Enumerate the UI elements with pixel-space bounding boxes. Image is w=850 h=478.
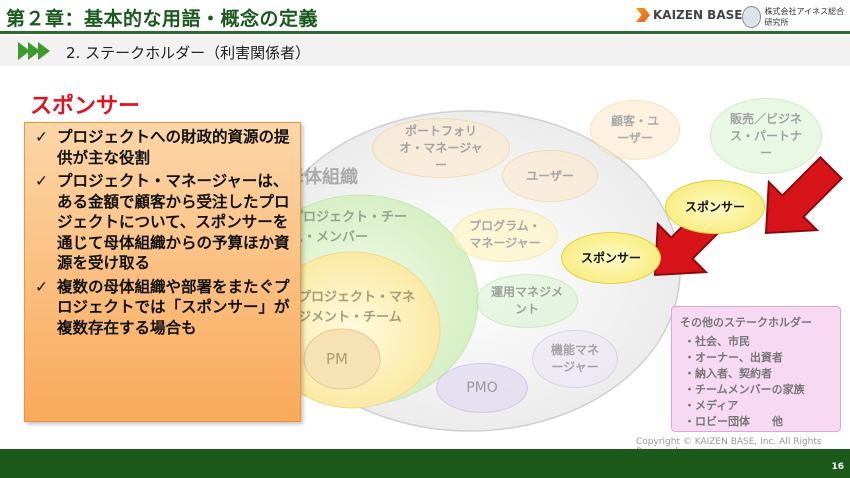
other-stakeholders-title: その他のステークホルダー [680, 316, 812, 329]
portfolio-manager-label: ポートフォリオ・マネージャー [399, 123, 483, 172]
other-stakeholder-label: オーナー、出資者 [695, 351, 783, 364]
section-bar [0, 36, 850, 66]
operations-bubble: 運用マネジメント [476, 274, 578, 328]
bullet-dot-icon: ・ [684, 383, 695, 396]
bullet-dot-icon: ・ [684, 399, 695, 412]
sponsor-inner-bubble: スポンサー [561, 232, 661, 284]
sponsor-bullet: ✓ 複数の母体組織や部署をまたぐプロジェクトでは「スポンサー」が複数存在する場合も [35, 277, 294, 339]
other-stakeholder-label: ロビー団体 他 [695, 415, 783, 428]
functional-manager-bubble: 機能マネージャー [532, 330, 618, 388]
check-icon: ✓ [35, 128, 48, 146]
chevron-right-icon [28, 42, 40, 60]
sales-partner-label: 販売／ビジネス・パートナー [729, 111, 802, 160]
bullet-dot-icon: ・ [684, 415, 695, 428]
sponsor-bullet: ✓ プロジェクト・マネージャーは、ある金額で顧客から受注したプロジェクトについて、… [35, 171, 294, 274]
other-stakeholders-list: ・社会、市民・オーナー、出資者・納入者、契約者・チームメンバーの家族・メディア・… [680, 334, 834, 430]
top-bar [0, 0, 850, 34]
company-name: 株式会社アイネス総合研究所 [764, 7, 845, 27]
header-rule [0, 31, 850, 34]
section-title: 2. ステークホルダー（利害関係者） [66, 44, 311, 62]
sponsor-inner-label: スポンサー [580, 250, 641, 265]
sponsor-bullet: ✓ プロジェクトへの財政的資源の提供が主な役割 [35, 127, 294, 168]
sponsor-outer-bubble: スポンサー [665, 180, 765, 234]
project-members-label: プロジェクト・チーム・メンバー [290, 210, 408, 245]
parent-org-label: 母体組織 [286, 167, 358, 188]
customer-label: 顧客・ユーザー [610, 114, 659, 145]
company-logo: 株式会社アイネス総合研究所 [742, 6, 850, 28]
other-stakeholder-label: 社会、市民 [695, 335, 750, 348]
chapter-title: 第２章：基本的な用語・概念の定義 [6, 8, 319, 30]
pmo-label: PMO [466, 379, 498, 396]
customer-bubble: 顧客・ユーザー [590, 100, 680, 160]
company-seal-icon [742, 6, 761, 28]
other-stakeholder-label: チームメンバーの家族 [695, 383, 805, 396]
user-label: ユーザー [526, 168, 574, 183]
pm-team-label: プロジェクト・マネジメント・チーム [298, 290, 416, 325]
other-stakeholder-item: ・メディア [680, 398, 834, 414]
pm-label: PM [326, 350, 348, 368]
program-manager-bubble: プログラム・マネージャー [452, 208, 558, 262]
other-stakeholder-item: ・チームメンバーの家族 [680, 382, 834, 398]
sponsor-heading: スポンサー [30, 94, 141, 119]
check-icon: ✓ [35, 172, 48, 190]
functional-manager-label: 機能マネージャー [550, 343, 599, 374]
page-number: 16 [831, 462, 844, 472]
logo-text: KAIZEN BASE [653, 8, 743, 22]
other-stakeholder-item: ・オーナー、出資者 [680, 350, 834, 366]
kaizen-base-logo: KAIZEN BASE [636, 8, 742, 22]
sponsor-bullet-list: ✓ プロジェクトへの財政的資源の提供が主な役割 ✓ プロジェクト・マネージャーは、ある… [35, 127, 294, 338]
bullet-dot-icon: ・ [684, 351, 695, 364]
footer-bar [0, 449, 850, 478]
other-stakeholder-item: ・納入者、契約者 [680, 366, 834, 382]
other-stakeholder-item: ・社会、市民 [680, 334, 834, 350]
sponsor-description-box: ✓ プロジェクトへの財政的資源の提供が主な役割 ✓ プロジェクト・マネージャーは、ある… [24, 122, 301, 422]
kaizen-logo-icon [636, 8, 650, 22]
sponsor-outer-label: スポンサー [684, 199, 745, 214]
pmo-bubble: PMO [436, 363, 528, 413]
chevron-right-icon [38, 42, 50, 60]
other-stakeholders-box: その他のステークホルダー ・社会、市民・オーナー、出資者・納入者、契約者・チーム… [671, 306, 841, 432]
bullet-dot-icon: ・ [684, 335, 695, 348]
portfolio-manager-bubble: ポートフォリオ・マネージャー [372, 118, 510, 178]
user-bubble: ユーザー [502, 150, 598, 202]
sales-partner-bubble: 販売／ビジネス・パートナー [710, 98, 822, 174]
sponsor-bullet-text: プロジェクトへの財政的資源の提供が主な役割 [57, 128, 290, 167]
program-manager-label: プログラム・マネージャー [469, 219, 541, 250]
check-icon: ✓ [35, 277, 48, 296]
sponsor-bullet-text: 複数の母体組織や部署をまたぐプロジェクトでは「スポンサー」が複数存在する場合も [57, 277, 290, 337]
other-stakeholder-label: メディア [695, 399, 739, 412]
other-stakeholder-item: ・ロビー団体 他 [680, 414, 834, 430]
other-stakeholder-label: 納入者、契約者 [695, 367, 772, 380]
operations-label: 運用マネジメント [490, 285, 563, 316]
bullet-dot-icon: ・ [684, 367, 695, 380]
chevron-right-icon [18, 42, 30, 60]
sponsor-bullet-text: プロジェクト・マネージャーは、ある金額で顧客から受注したプロジェクトについて、ス… [57, 172, 290, 272]
